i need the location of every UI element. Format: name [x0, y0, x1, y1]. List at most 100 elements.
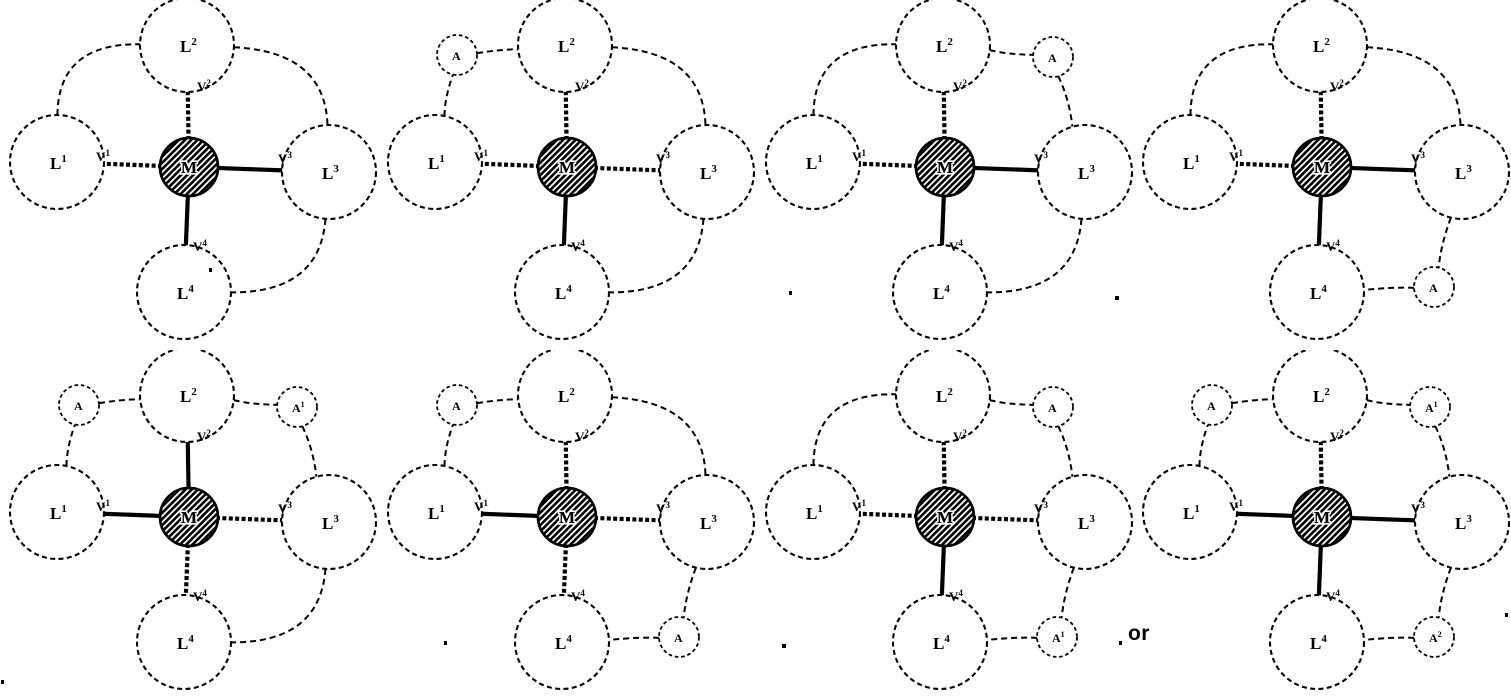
ligand-right[interactable]: L3 — [1413, 123, 1511, 221]
ligand-ring-right[interactable] — [1413, 123, 1511, 221]
ligand-right[interactable]: L3 — [1036, 123, 1134, 221]
ligand-bottom[interactable]: L4 — [891, 243, 989, 341]
ligand-top[interactable]: L2 — [138, 0, 236, 94]
ligand-ring-left[interactable] — [8, 113, 106, 211]
ligand-ring-top[interactable] — [516, 350, 614, 444]
bridge-node-lower-right[interactable]: A — [1413, 266, 1455, 308]
bridge-ring-upper-left[interactable] — [436, 34, 478, 76]
bridge-node-lower-right[interactable]: A1 — [1036, 616, 1078, 658]
bridge-ring-upper-left[interactable] — [1191, 384, 1233, 426]
ligand-top[interactable]: L2 — [516, 350, 614, 444]
ligand-ring-right[interactable] — [280, 473, 378, 571]
valence-label-sup-top: 2 — [206, 428, 211, 438]
ligand-bottom[interactable]: L4 — [891, 593, 989, 691]
bridge-ring-upper-right[interactable] — [1032, 386, 1074, 428]
ligand-left[interactable]: L1 — [764, 113, 862, 211]
hatch-stripe — [1317, 488, 1351, 546]
ligand-left[interactable]: L1 — [8, 113, 106, 211]
ligand-ring-bottom[interactable] — [513, 243, 611, 341]
bridge-node-upper-left[interactable]: A — [436, 384, 478, 426]
ligand-ring-right[interactable] — [1036, 123, 1134, 221]
ligand-ring-left[interactable] — [764, 113, 862, 211]
ligand-ring-bottom[interactable] — [891, 593, 989, 691]
ligand-left[interactable]: L1 — [386, 463, 484, 561]
bridge-node-upper-left[interactable]: A — [436, 34, 478, 76]
bridge-ring-upper-right[interactable] — [1409, 386, 1451, 428]
ligand-top[interactable]: L2 — [894, 0, 992, 94]
ligand-ring-left[interactable] — [386, 113, 484, 211]
ligand-bottom[interactable]: L4 — [513, 593, 611, 691]
ligand-left[interactable]: L1 — [1141, 463, 1239, 561]
ligand-top[interactable]: L2 — [516, 0, 614, 94]
bridge-ring-lower-right[interactable] — [1413, 616, 1455, 658]
ligand-ring-top[interactable] — [1271, 0, 1369, 94]
bridge-node-upper-right[interactable]: A1 — [1409, 386, 1451, 428]
ligand-bottom[interactable]: L4 — [135, 243, 233, 341]
ligand-ring-top[interactable] — [138, 350, 236, 444]
ligand-right[interactable]: L3 — [1036, 473, 1134, 571]
bridge-ring-upper-left[interactable] — [436, 384, 478, 426]
valence-label-sup-left: 1 — [861, 148, 866, 158]
ligand-ring-left[interactable] — [1141, 113, 1239, 211]
ligand-bottom[interactable]: L4 — [135, 593, 233, 691]
bridge-node-upper-left[interactable]: A — [1191, 384, 1233, 426]
ligand-ring-left[interactable] — [1141, 463, 1239, 561]
ligand-right[interactable]: L3 — [658, 473, 756, 571]
ligand-right[interactable]: L3 — [658, 123, 756, 221]
ligand-right[interactable]: L3 — [280, 473, 378, 571]
bridge-node-lower-right[interactable]: A — [658, 616, 700, 658]
ligand-ring-bottom[interactable] — [513, 593, 611, 691]
bridge-ring-upper-right[interactable] — [276, 386, 318, 428]
ligand-ring-right[interactable] — [1413, 473, 1511, 571]
bridge-ring-upper-right[interactable] — [1032, 36, 1074, 78]
ligand-bottom[interactable]: L4 — [513, 243, 611, 341]
ligand-ring-bottom[interactable] — [1268, 243, 1366, 341]
ligand-left[interactable]: L1 — [8, 463, 106, 561]
ligand-ring-right[interactable] — [658, 473, 756, 571]
ligand-top[interactable]: L2 — [1271, 0, 1369, 94]
ligand-ring-right[interactable] — [1036, 473, 1134, 571]
bridge-node-lower-right[interactable]: A2 — [1413, 616, 1455, 658]
bridge-ring-upper-left[interactable] — [58, 384, 100, 426]
bridge-ring-lower-right[interactable] — [1413, 266, 1455, 308]
ligand-ring-right[interactable] — [658, 123, 756, 221]
ligand-ring-bottom[interactable] — [891, 243, 989, 341]
ligand-bottom[interactable]: L4 — [1268, 593, 1366, 691]
ligand-top[interactable]: L2 — [138, 350, 236, 444]
bridge-label-sup-lower-right: 1 — [1061, 630, 1065, 639]
bridge-ring-lower-right[interactable] — [658, 616, 700, 658]
ligand-left[interactable]: L1 — [386, 113, 484, 211]
ligand-right[interactable]: L3 — [1413, 473, 1511, 571]
bridge-node-upper-right[interactable]: A — [1032, 386, 1074, 428]
ligand-ring-top[interactable] — [894, 0, 992, 94]
ligand-ring-left[interactable] — [8, 463, 106, 561]
bridge-node-upper-right[interactable]: A — [1032, 36, 1074, 78]
bridge-node-upper-left[interactable]: A — [58, 384, 100, 426]
ligand-left[interactable]: L1 — [1141, 113, 1239, 211]
ligand-ring-top[interactable] — [894, 350, 992, 444]
ligand-top[interactable]: L2 — [1271, 350, 1369, 444]
ligand-ring-top[interactable] — [138, 0, 236, 94]
bridge-node-upper-right[interactable]: A1 — [276, 386, 318, 428]
ligand-ring-top[interactable] — [516, 0, 614, 94]
ligand-ring-bottom[interactable] — [135, 243, 233, 341]
ligand-bottom[interactable]: L4 — [1268, 243, 1366, 341]
ligand-ring-bottom[interactable] — [135, 593, 233, 691]
ligand-ring-right[interactable] — [280, 123, 378, 221]
ligand-left[interactable]: L1 — [764, 463, 862, 561]
bridge-ring-lower-right[interactable] — [1036, 616, 1078, 658]
ligand-ring-top[interactable] — [1271, 350, 1369, 444]
ligand-right[interactable]: L3 — [280, 123, 378, 221]
ligand-ring-bottom[interactable] — [1268, 593, 1366, 691]
ligand-top[interactable]: L2 — [894, 350, 992, 444]
ligand-ring-left[interactable] — [386, 463, 484, 561]
ligand-ring-left[interactable] — [764, 463, 862, 561]
